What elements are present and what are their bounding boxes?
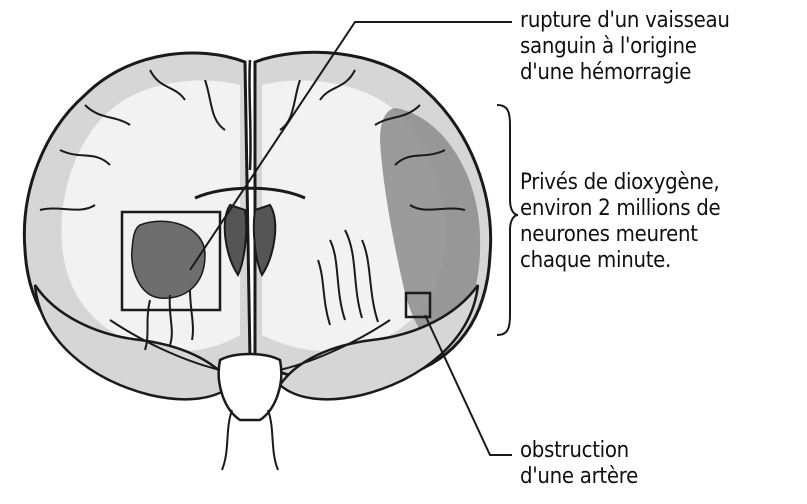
- privation-label-line: environ 2 millions de: [520, 196, 720, 222]
- rupture-label-line: rupture d'un vaisseau: [520, 8, 730, 34]
- obstruction-label: obstruction d'une artère: [520, 438, 638, 490]
- brainstem: [219, 354, 282, 420]
- privation-label-line: chaque minute.: [520, 248, 720, 274]
- hemorrhage: [132, 221, 205, 298]
- privation-label-line: neurones meurent: [520, 222, 720, 248]
- rupture-label: rupture d'un vaisseau sanguin à l'origin…: [520, 8, 730, 86]
- rupture-label-line: sanguin à l'origine: [520, 34, 730, 60]
- privation-label-line: Privés de dioxygène,: [520, 170, 720, 196]
- longitudinal-fissure: [249, 60, 250, 170]
- obstruction-label-line: obstruction: [520, 438, 638, 464]
- ischemic-bracket: [497, 105, 518, 335]
- rupture-label-line: d'une hémorragie: [520, 60, 730, 86]
- privation-label: Privés de dioxygène, environ 2 millions …: [520, 170, 720, 274]
- obstruction-label-line: d'une artère: [520, 464, 638, 490]
